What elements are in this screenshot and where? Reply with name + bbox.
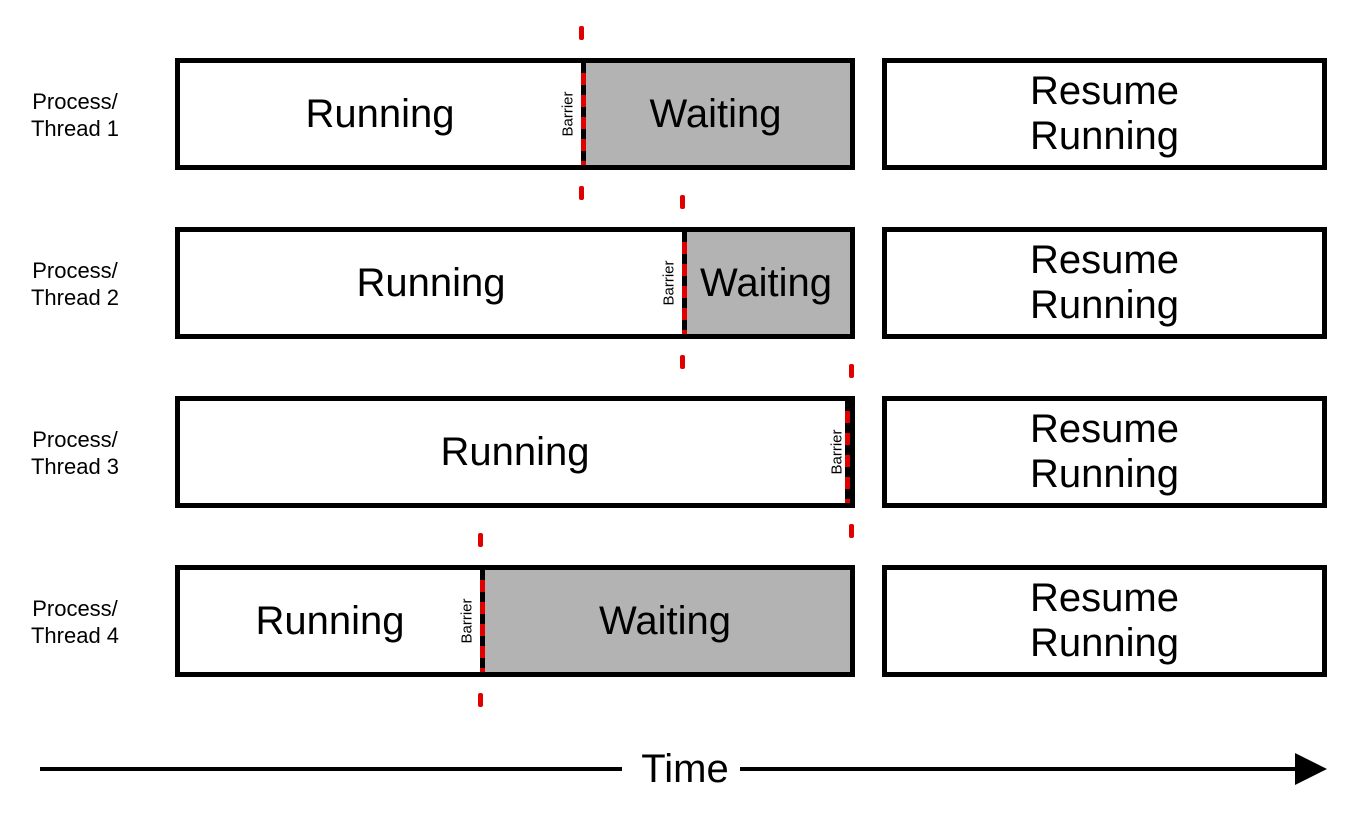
- waiting-segment-4: Waiting: [480, 570, 850, 672]
- resume-box-2: Resume Running: [882, 227, 1327, 339]
- running-label-1: Running: [305, 91, 455, 136]
- thread-label-2: Process/ Thread 2: [30, 258, 120, 310]
- time-axis-line-left: [40, 767, 622, 771]
- barrier-dash-top-3: [849, 364, 854, 378]
- timeline-box-3: Running Barrier: [175, 396, 855, 508]
- barrier-line-3: [845, 401, 850, 503]
- resume-box-1: Resume Running: [882, 58, 1327, 170]
- barrier-label-4: Barrier: [458, 598, 476, 644]
- waiting-label-2: Waiting: [700, 260, 832, 305]
- waiting-label-4: Waiting: [599, 598, 731, 643]
- time-axis-label: Time: [641, 747, 729, 791]
- thread-label-4: Process/ Thread 4: [30, 596, 120, 648]
- barrier-label-2: Barrier: [660, 260, 678, 306]
- barrier-line-2: [682, 232, 687, 334]
- barrier-dash-bottom-3: [849, 524, 854, 538]
- barrier-dash-top-4: [478, 533, 483, 547]
- thread-label-3: Process/ Thread 3: [30, 427, 120, 479]
- barrier-line-1: [581, 63, 586, 165]
- timeline-box-4: Running Waiting Barrier: [175, 565, 855, 677]
- barrier-dash-top-2: [680, 195, 685, 209]
- waiting-label-1: Waiting: [649, 91, 782, 136]
- time-arrow-icon: [1295, 753, 1327, 785]
- timeline-box-2: Running Waiting Barrier: [175, 227, 855, 339]
- running-label-2: Running: [356, 260, 506, 305]
- resume-box-4: Resume Running: [882, 565, 1327, 677]
- timeline-box-1: Running Waiting Barrier: [175, 58, 855, 170]
- barrier-dash-bottom-4: [478, 693, 483, 707]
- barrier-dash-top-1: [579, 26, 584, 40]
- thread-row-4: Process/ Thread 4 Running Waiting Barrie…: [0, 533, 1358, 707]
- time-axis: Time: [0, 740, 1358, 800]
- thread-row-1: Process/ Thread 1 Running Waiting Barrie…: [0, 26, 1358, 200]
- waiting-segment-1: Waiting: [581, 63, 850, 165]
- barrier-label-3: Barrier: [828, 429, 846, 475]
- barrier-line-4: [480, 570, 485, 672]
- thread-row-2: Process/ Thread 2 Running Waiting Barrie…: [0, 195, 1358, 369]
- time-axis-line-right: [740, 767, 1300, 771]
- running-label-4: Running: [255, 598, 405, 643]
- barrier-label-1: Barrier: [559, 91, 577, 137]
- running-label-3: Running: [440, 429, 590, 474]
- waiting-segment-2: Waiting: [682, 232, 850, 334]
- barrier-dash-bottom-2: [680, 355, 685, 369]
- thread-label-1: Process/ Thread 1: [30, 89, 120, 141]
- resume-box-3: Resume Running: [882, 396, 1327, 508]
- thread-row-3: Process/ Thread 3 Running Barrier Resume…: [0, 364, 1358, 538]
- barrier-dash-bottom-1: [579, 186, 584, 200]
